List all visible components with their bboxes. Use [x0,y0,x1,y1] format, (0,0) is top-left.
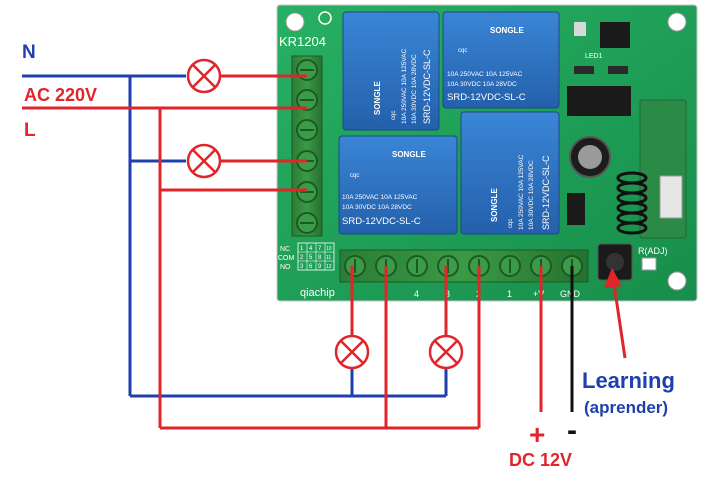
learning-label: Learning [582,368,675,393]
board-model: KR1204 [279,34,326,49]
resistor-icon [608,66,628,74]
antenna-coil-icon [616,171,648,235]
relay-2: SONGLE cqc 10A 250VAC 10A 125VAC 10A 30V… [442,11,560,109]
svg-text:SRD-12VDC-SL-C: SRD-12VDC-SL-C [422,49,432,124]
dc-plus-label: + [529,419,545,450]
svg-text:GND: GND [560,289,581,299]
led-label: LED1 [585,53,603,60]
svg-text:SONGLE: SONGLE [373,81,382,115]
svg-text:2: 2 [300,255,304,261]
svg-text:+V: +V [533,289,544,299]
dc-minus-label: - [567,414,577,447]
mounting-hole-icon [285,12,305,32]
left-terminal-block [291,55,323,237]
svg-text:SRD-12VDC-SL-C: SRD-12VDC-SL-C [541,155,551,230]
svg-text:4: 4 [414,289,419,299]
svg-text:6: 6 [309,264,313,270]
adjust-label: R(ADJ) [638,246,668,256]
line-wiring [22,74,481,430]
ic-chip-icon [600,22,630,48]
lamp-1 [186,58,222,94]
svg-text:11: 11 [326,255,331,261]
relay-4: SONGLE cqc 10A 250VAC 10A 125VAC 10A 30V… [460,111,560,235]
lamp-2 [186,143,222,179]
svg-text:10A 30VDC 10A 28VDC: 10A 30VDC 10A 28VDC [447,81,517,88]
clock-mark-icon [318,11,332,25]
board-brand: qiachip [300,287,335,299]
dc-voltage-label: DC 12V [509,450,572,470]
svg-text:SRD-12VDC-SL-C: SRD-12VDC-SL-C [342,216,421,227]
resistor-icon [574,22,586,36]
neutral-label: N [22,42,36,63]
svg-text:NO: NO [280,264,291,271]
capacitor-top [578,145,602,169]
svg-text:10: 10 [326,246,332,252]
relay-1: SONGLE cqc 10A 250VAC 10A 125VAC 10A 30V… [342,11,440,131]
svg-text:cqc: cqc [458,48,467,54]
svg-text:3: 3 [445,289,450,299]
svg-text:SONGLE: SONGLE [490,26,524,35]
svg-text:5: 5 [309,255,313,261]
svg-text:4: 4 [309,246,313,252]
svg-text:COM: COM [278,255,295,262]
svg-text:10A 250VAC 10A 125VAC: 10A 250VAC 10A 125VAC [342,194,418,201]
svg-text:10A 250VAC 10A 125VAC: 10A 250VAC 10A 125VAC [447,71,523,78]
svg-text:10A 30VDC 10A 28VDC: 10A 30VDC 10A 28VDC [528,160,535,230]
crystal-icon [659,175,683,219]
led-indicator-icon [641,257,657,271]
learning-arrow-icon [604,268,627,359]
diode-icon [567,193,585,225]
svg-text:SONGLE: SONGLE [392,150,426,159]
svg-text:8: 8 [318,255,322,261]
ic-chip-icon [567,86,631,116]
svg-text:cqc: cqc [391,111,397,120]
lamp-3 [334,334,370,370]
relay-3: SONGLE cqc 10A 250VAC 10A 125VAC 10A 30V… [338,135,458,235]
svg-text:1: 1 [300,246,304,252]
svg-text:10A 250VAC 10A 125VAC: 10A 250VAC 10A 125VAC [401,48,408,124]
svg-text:7: 7 [318,246,322,252]
resistor-icon [574,66,594,74]
mounting-hole-icon [667,271,687,291]
line-label: L [24,120,36,141]
lamp-4 [428,334,464,370]
svg-text:NC: NC [280,246,290,253]
svg-text:cqc: cqc [350,173,359,179]
svg-text:cqc: cqc [508,219,514,228]
learning-translation-label: (aprender) [584,398,668,417]
neutral-wiring [22,74,448,398]
svg-text:10A 30VDC 10A 28VDC: 10A 30VDC 10A 28VDC [342,204,412,211]
svg-text:1: 1 [507,289,512,299]
svg-text:12: 12 [326,264,332,270]
mounting-hole-icon [667,12,687,32]
svg-text:10A 30VDC 10A 28VDC: 10A 30VDC 10A 28VDC [411,54,418,124]
svg-text:9: 9 [318,264,322,270]
ac-voltage-label: AC 220V [24,85,97,105]
svg-text:SRD-12VDC-SL-C: SRD-12VDC-SL-C [447,92,526,103]
learning-button-cap [606,253,624,271]
svg-text:SONGLE: SONGLE [490,188,499,222]
svg-text:10A 250VAC 10A 125VAC: 10A 250VAC 10A 125VAC [518,154,525,230]
contact-table: NC COM NO 1 4 7 10 2 5 8 11 3 6 9 12 [278,242,335,271]
svg-text:3: 3 [300,264,304,270]
relay-board: KR1204 qiachip R(ADJ) LED1 [276,4,698,302]
